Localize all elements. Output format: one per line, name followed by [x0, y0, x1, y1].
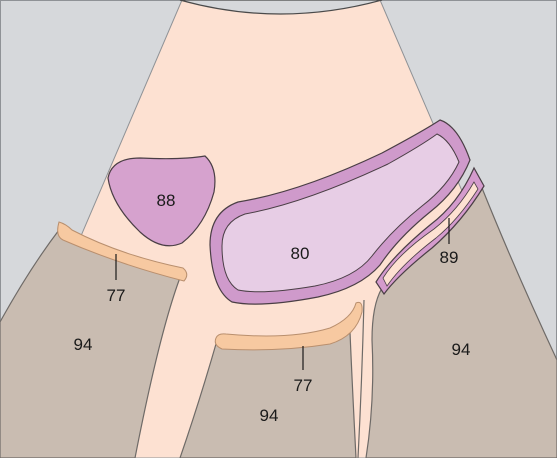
label-77-center: 77 [294, 376, 313, 395]
label-94-left: 94 [74, 335, 93, 354]
label-94-right: 94 [452, 340, 471, 359]
label-80: 80 [291, 244, 310, 263]
label-94-center: 94 [260, 406, 279, 425]
label-88: 88 [157, 191, 176, 210]
label-77-left: 77 [107, 286, 126, 305]
label-89: 89 [440, 248, 459, 267]
